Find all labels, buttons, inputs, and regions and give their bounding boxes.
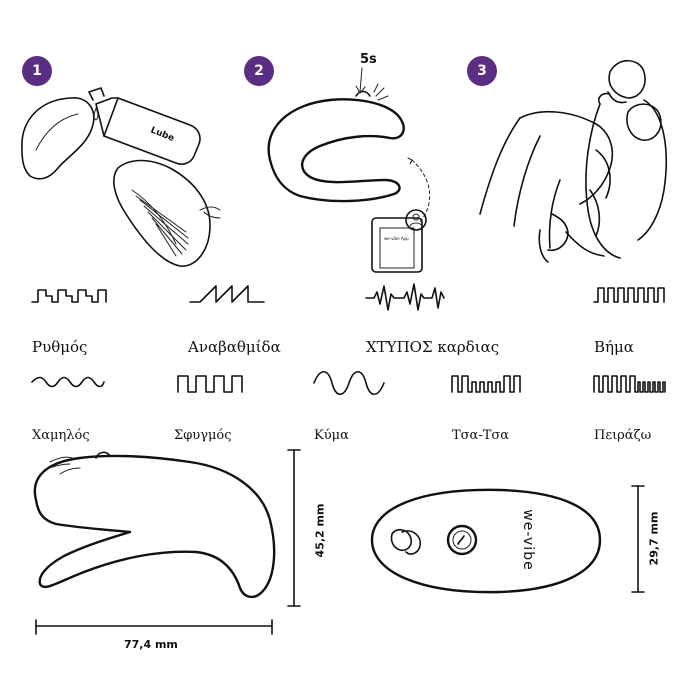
rhythm-pattern-icon: [31, 289, 107, 303]
remote-brand-logo: we-vibe: [520, 509, 536, 571]
heartbeat-pattern-icon: [365, 283, 445, 311]
mode-label-pulse: Σφυγμός: [174, 428, 232, 443]
mode-label-heartbeat: ΧΤΥΠΟΣ καρδιας: [366, 338, 500, 356]
tease-pattern-icon: [593, 375, 666, 393]
pulse-pattern-icon: [177, 375, 243, 393]
step-1-number: 1: [32, 63, 42, 79]
power-button-icon: [355, 90, 371, 97]
mode-label-rhythm: Ρυθμός: [32, 338, 88, 356]
mode-label-tease: Πειράζω: [594, 428, 652, 443]
step-3-badge: 3: [467, 56, 497, 86]
step-pattern-icon: [593, 287, 665, 303]
remote-minus-button-icon: [390, 528, 422, 555]
step-2-number: 2: [254, 63, 264, 79]
mode-label-step: Βήμα: [594, 338, 634, 356]
step-3-number: 3: [477, 63, 487, 79]
phone-app-icon: [371, 209, 427, 273]
low-wave-pattern-icon: [31, 376, 105, 388]
mode-label-ramp: Αναβαθμίδα: [188, 338, 281, 356]
remote-height-label: 29,7 mm: [647, 511, 661, 566]
step-2-badge: 2: [244, 56, 274, 86]
mode-label-wave: Κύμα: [314, 428, 349, 443]
step-1-badge: 1: [22, 56, 52, 86]
lube-bottle-icon: [88, 87, 201, 165]
mode-label-low: Χαμηλός: [32, 428, 90, 443]
ramp-pattern-icon: [189, 285, 265, 303]
app-screen-text: we-vibe App: [384, 236, 409, 241]
cha-cha-pattern-icon: [451, 375, 521, 393]
mode-label-cha-cha: Τσα-Τσα: [452, 428, 510, 443]
remote-power-button-icon: [446, 524, 478, 556]
timer-label: 5s: [360, 52, 377, 67]
device-width-label: 77,4 mm: [124, 638, 178, 651]
wave-pattern-icon: [313, 370, 385, 396]
